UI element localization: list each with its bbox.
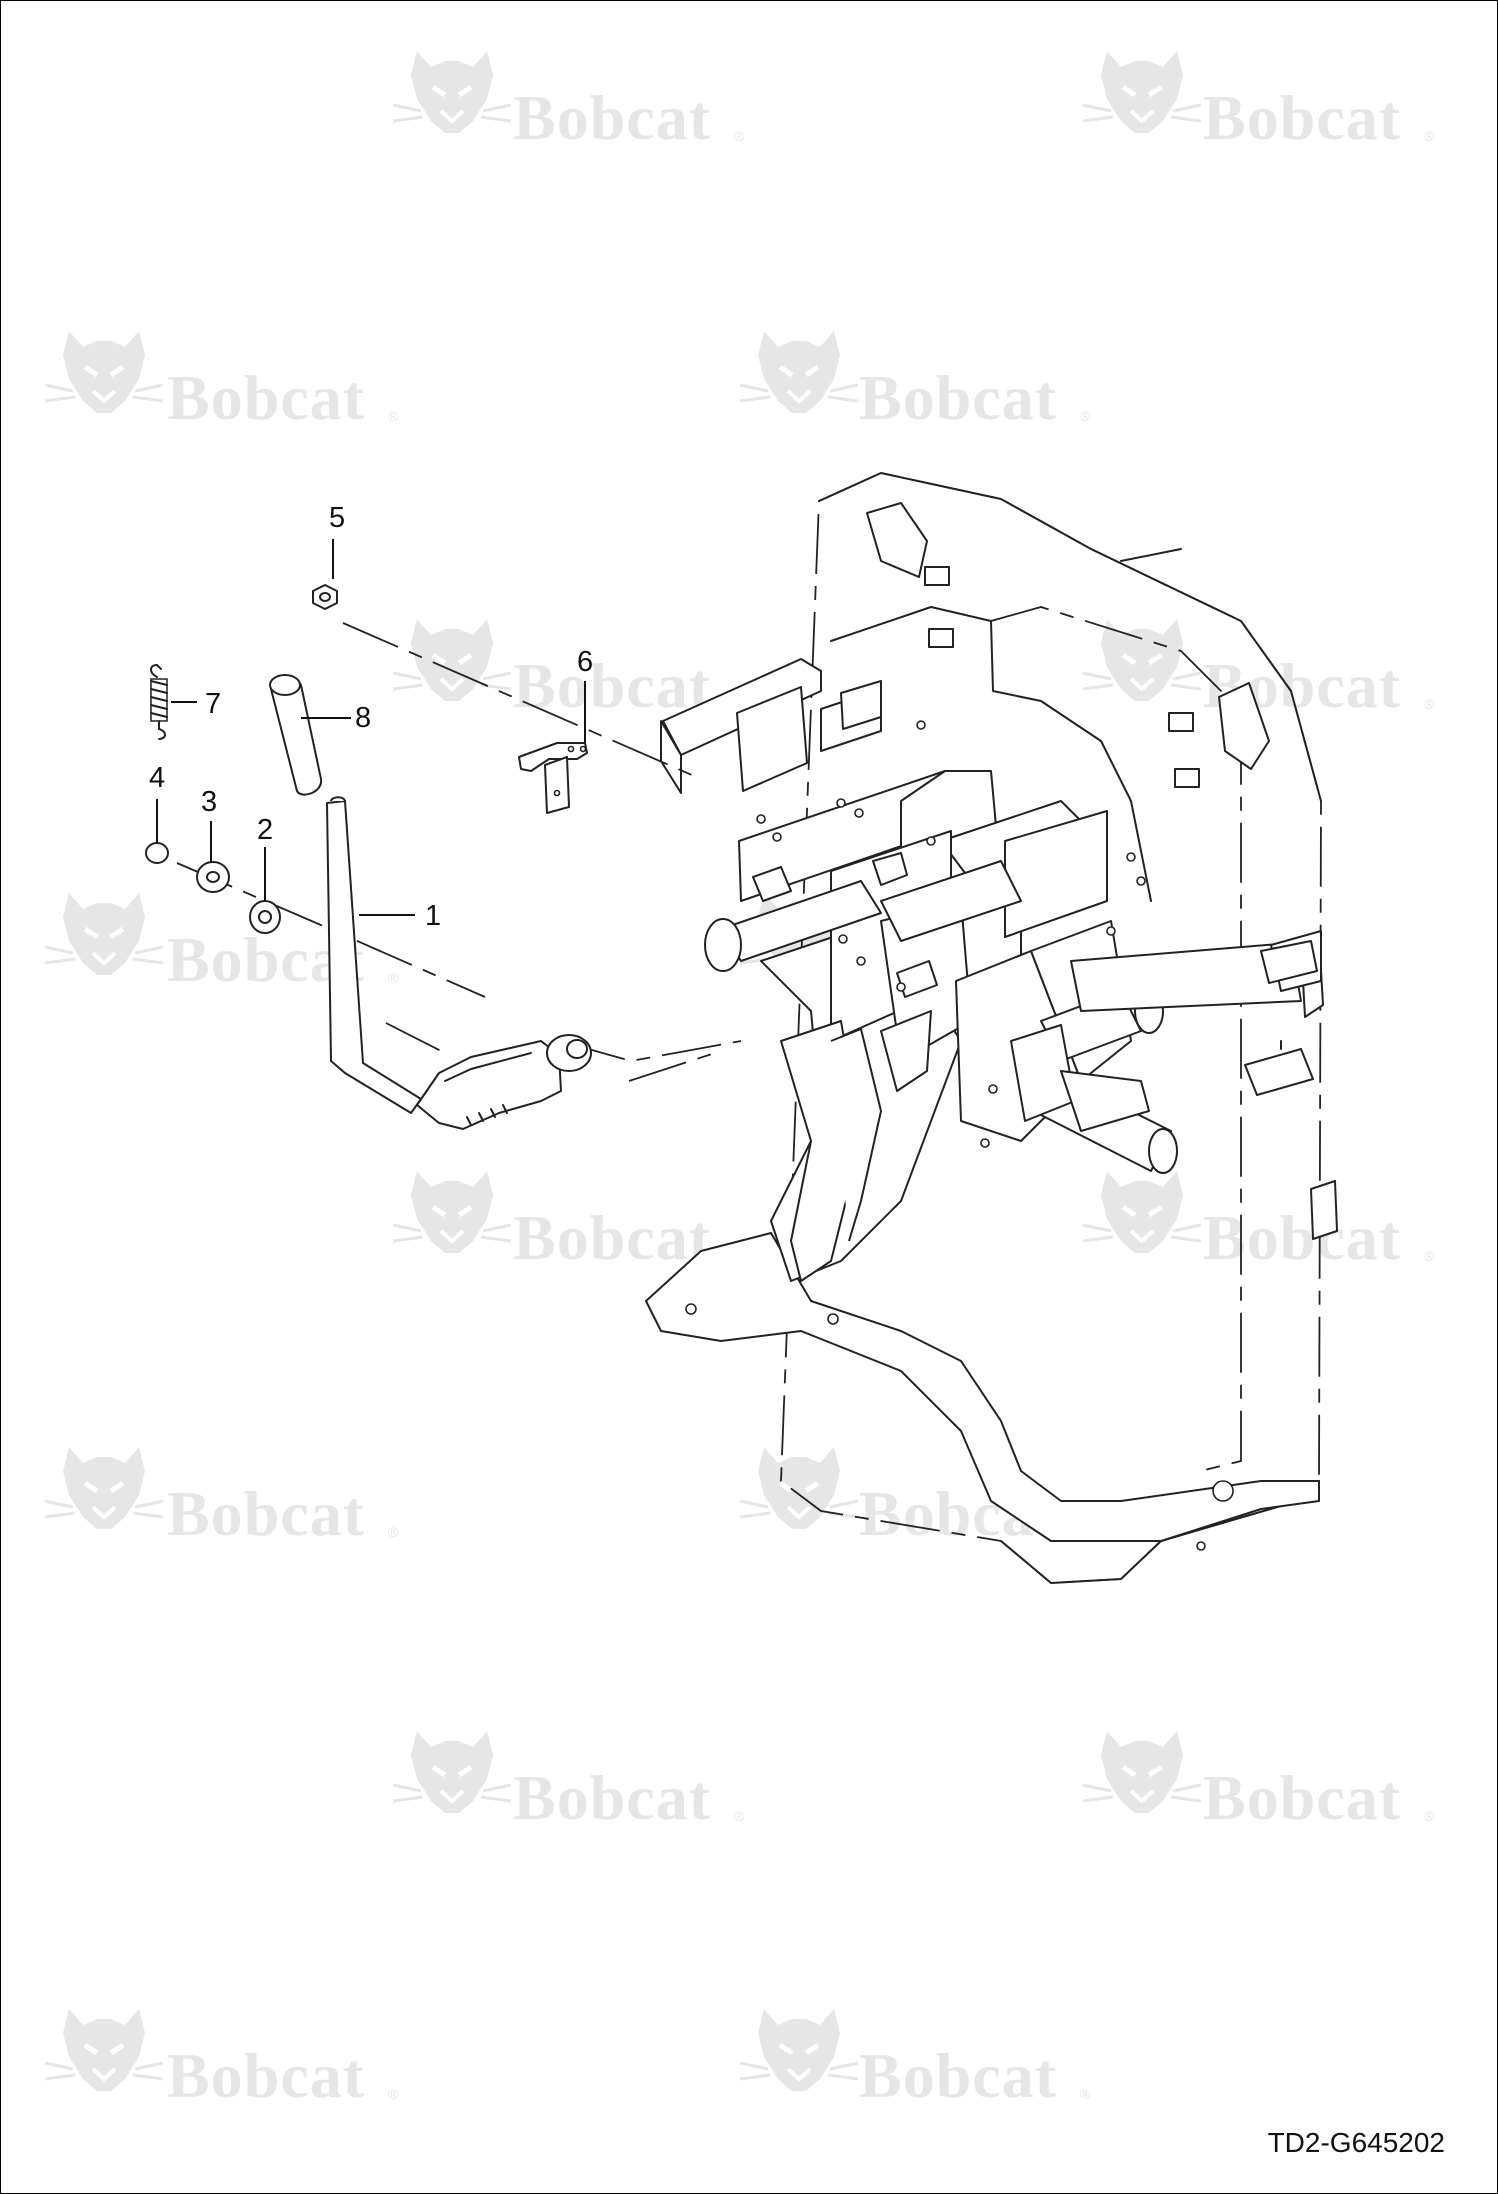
watermark-text: Bobcat: [513, 1202, 711, 1273]
watermark-text: Bobcat: [167, 362, 365, 433]
lever-weldment: [660, 658, 1322, 1282]
watermark-mark: ®: [388, 1524, 399, 1540]
watermark-text: Bobcat: [167, 1478, 365, 1549]
callout-8: 8: [355, 702, 371, 734]
part-3-washer: [196, 861, 230, 893]
watermark-mark: ®: [388, 408, 399, 424]
part-6-bracket: [518, 742, 588, 814]
part-7-spring: [150, 664, 168, 740]
watermark-mark: ®: [734, 1808, 745, 1824]
part-8-grip: [269, 674, 323, 796]
callout-7: 7: [205, 688, 221, 720]
watermark-text: Bobcat: [1203, 1202, 1401, 1273]
part-5-nut: [312, 584, 338, 610]
watermark-text: Bobcat: [513, 1762, 711, 1833]
callout-4: 4: [149, 762, 165, 794]
watermark-mark: ®: [734, 128, 745, 144]
watermark-mark: ®: [388, 970, 399, 986]
mounting-frame: [645, 472, 1338, 1584]
watermark-text: Bobcat: [859, 2040, 1057, 2111]
watermark-layer: Bobcat ® Bobcat ® Bobcat ® Bobcat ® Bobc…: [45, 51, 1435, 2111]
callout-5: 5: [329, 502, 345, 534]
watermark-mark: ®: [1424, 1808, 1435, 1824]
watermark-mark: ®: [1424, 128, 1435, 144]
watermark-mark: ®: [1080, 2086, 1091, 2102]
watermark-mark: ®: [1080, 408, 1091, 424]
watermark-mark: ®: [388, 2086, 399, 2102]
callout-6: 6: [577, 646, 593, 678]
drawing-id-label: TD2-G645202: [1267, 2127, 1445, 2158]
part-2-washer: [249, 900, 281, 934]
callout-1: 1: [425, 900, 441, 932]
callout-2: 2: [257, 814, 273, 846]
watermark-text: Bobcat: [513, 82, 711, 153]
part-1-lever: [326, 796, 592, 1130]
watermark-mark: ®: [1424, 696, 1435, 712]
watermark-text: Bobcat: [859, 362, 1057, 433]
callout-3: 3: [201, 786, 217, 818]
part-4-ring: [145, 842, 169, 864]
callout-labels: 5 6 7 8 4 3 2 1: [149, 502, 593, 932]
watermark-text: Bobcat: [513, 650, 711, 721]
callout-leaders: [156, 539, 586, 916]
watermark-text: Bobcat: [167, 2040, 365, 2111]
watermark-text: Bobcat: [1203, 82, 1401, 153]
watermark-text: Bobcat: [1203, 1762, 1401, 1833]
watermark-mark: ®: [1424, 1248, 1435, 1264]
